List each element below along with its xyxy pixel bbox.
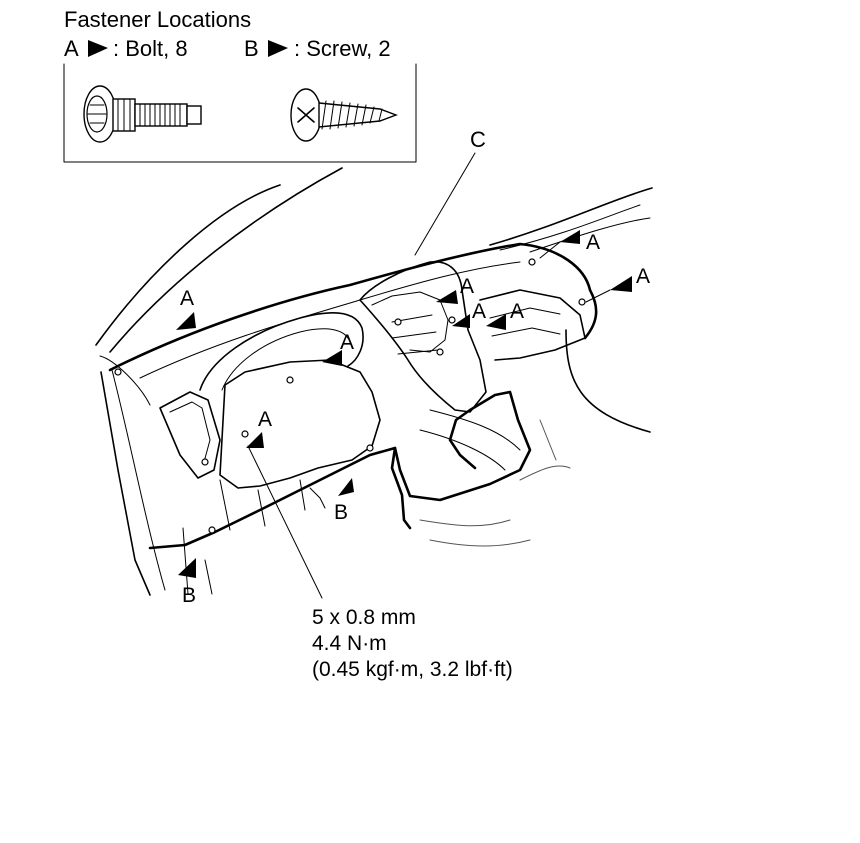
arrow-leader (585, 289, 611, 303)
part-c-label: C (470, 127, 486, 152)
callout-a-label: A (586, 231, 600, 254)
instrument-panel (108, 242, 598, 550)
arrow-icon (560, 230, 580, 244)
arrow-icon (452, 314, 470, 328)
torque-nm: 4.4 N·m (312, 632, 387, 655)
callout-b-label: B (334, 501, 348, 524)
arrow-icon (176, 312, 196, 330)
callout-b-label: B (182, 584, 196, 607)
legend-a-text: : Bolt, 8 (113, 36, 188, 61)
legend-b-text: : Screw, 2 (294, 36, 391, 61)
callout-a-label: A (460, 275, 474, 298)
legend-b-arrow-icon (268, 40, 288, 57)
torque-leader-line (247, 445, 323, 599)
bolt-icon (83, 85, 202, 143)
callout-a-label: A (510, 300, 524, 323)
legend-a-letter: A (64, 36, 79, 61)
bolt-callouts: A A A A A A A A (176, 230, 650, 448)
torque-size: 5 x 0.8 mm (312, 606, 416, 629)
part-c-callout: C (414, 127, 486, 256)
screw-callouts: B B (178, 478, 354, 607)
arrow-icon (246, 432, 264, 448)
torque-spec-callout: 5 x 0.8 mm 4.4 N·m (0.45 kgf·m, 3.2 lbf·… (247, 445, 513, 681)
arrow-icon (436, 290, 458, 304)
arrow-icon (486, 314, 506, 330)
callout-a-label: A (180, 287, 194, 310)
legend-b-letter: B (244, 36, 259, 61)
part-c-leader-line (414, 152, 476, 256)
callout-a-label: A (340, 331, 354, 354)
legend-frame (63, 63, 417, 163)
legend-a-arrow-icon (88, 40, 108, 57)
torque-alt-units: (0.45 kgf·m, 3.2 lbf·ft) (312, 658, 513, 681)
vehicle-body-outline (95, 167, 653, 596)
callout-a-label: A (258, 408, 272, 431)
arrow-icon (178, 558, 196, 578)
arrow-icon (338, 478, 354, 496)
legend-title: Fastener Locations (64, 7, 251, 32)
fastener-legend: Fastener Locations A : Bolt, 8 B : Screw… (63, 7, 417, 163)
screw-icon (290, 88, 398, 142)
callout-a-label: A (472, 300, 486, 323)
arrow-leader (539, 241, 561, 259)
callout-a-label: A (636, 265, 650, 288)
arrow-icon (322, 350, 342, 366)
arrow-icon (610, 276, 632, 292)
